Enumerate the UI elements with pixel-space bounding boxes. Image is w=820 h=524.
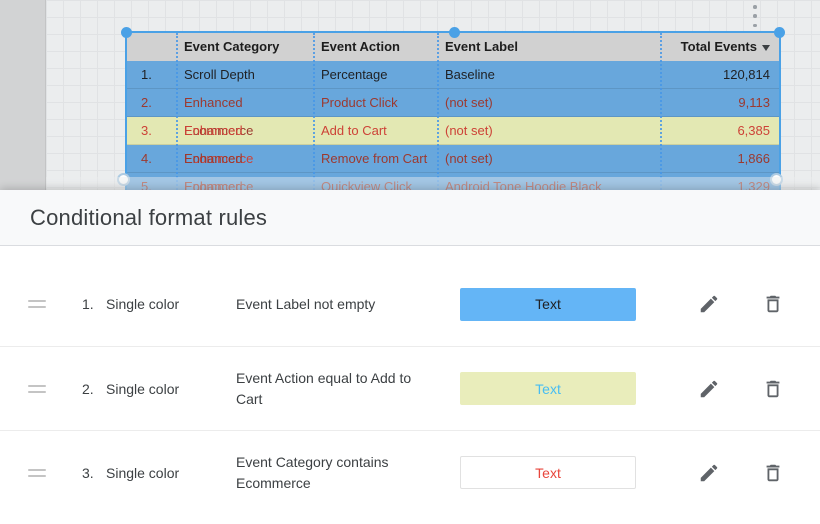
swatch-label: Text (535, 296, 561, 312)
cell-category: Scroll Depth (184, 67, 255, 82)
drag-handle-icon[interactable] (28, 300, 58, 308)
trash-icon (766, 380, 780, 397)
selection-handle-mid-left[interactable] (117, 173, 130, 186)
rule-row: 3. Single color Event Category contains … (0, 430, 820, 514)
swatch-label: Text (535, 380, 561, 397)
rule-row: 2. Single color Event Action equal to Ad… (0, 346, 820, 430)
selection-handle-mid-right[interactable] (770, 173, 783, 186)
table-row: 1. Scroll Depth Percentage Baseline 120,… (127, 61, 779, 89)
table-row: 3. Enhanced Ecommerce Add to Cart (not s… (127, 117, 779, 166)
edit-rule-button[interactable] (696, 291, 722, 317)
selection-handle-top-right[interactable] (774, 27, 785, 38)
column-divider (313, 33, 315, 201)
row-number: 3. (141, 123, 152, 138)
rule-type: Single color (106, 464, 180, 481)
header-row-number (127, 33, 176, 61)
cell-label: (not set) (445, 95, 493, 110)
column-divider (176, 33, 178, 201)
data-table[interactable]: Event Category Event Action Event Label … (117, 27, 785, 222)
header-total-events-label: Total Events (680, 39, 757, 54)
rule-condition: Event Label not empty (236, 295, 376, 312)
rule-type: Single color (106, 296, 180, 312)
header-event-action[interactable]: Event Action (321, 39, 400, 54)
rule-condition: Event Category contains Ecommerce (236, 453, 389, 491)
column-divider (660, 33, 662, 201)
edit-rule-button[interactable] (696, 376, 722, 402)
rule-index: 1. (82, 296, 94, 312)
edit-rule-button[interactable] (696, 460, 722, 486)
rule-index: 3. (82, 464, 94, 481)
cell-category: Enhanced Ecommerce (184, 123, 254, 166)
panel-title: Conditional format rules (30, 204, 268, 230)
delete-rule-button[interactable] (760, 376, 786, 402)
rule-index: 2. (82, 380, 94, 397)
header-event-category[interactable]: Event Category (184, 39, 280, 54)
header-event-label[interactable]: Event Label (445, 39, 518, 54)
row-number: 2. (141, 95, 152, 110)
more-options-icon[interactable] (751, 5, 759, 27)
delete-rule-button[interactable] (760, 291, 786, 317)
drag-handle-icon[interactable] (28, 384, 58, 393)
drag-handle-icon[interactable] (28, 468, 58, 477)
rule-color-swatch: Text (460, 287, 636, 321)
pencil-icon (700, 295, 718, 313)
cell-action: Add to Cart (321, 123, 387, 138)
rule-color-swatch: Text (460, 456, 636, 489)
rule-type: Single color (106, 380, 180, 397)
trash-icon (766, 295, 780, 313)
rule-color-swatch: Text (460, 372, 636, 405)
rules-list: 1. Single color Event Label not empty Te… (0, 246, 820, 514)
delete-rule-button[interactable] (760, 460, 786, 486)
selection-handle-top-left[interactable] (121, 27, 132, 38)
swatch-label: Text (535, 464, 561, 481)
sort-desc-arrow-icon (762, 44, 770, 51)
conditional-format-panel: Conditional format rules 1. Single color… (0, 190, 820, 524)
pencil-icon (700, 464, 718, 481)
cell-total: 120,814 (723, 67, 770, 82)
row-number: 5. (141, 179, 152, 194)
column-divider (437, 33, 439, 201)
panel-overlay-fade (46, 177, 820, 190)
cell-total: 9,113 (738, 95, 770, 110)
cell-action: Percentage (321, 67, 388, 82)
table-row: 4. Enhanced Ecommerce Remove from Cart (… (127, 145, 779, 194)
table-row: 2. Enhanced Ecommerce Product Click (not… (127, 89, 779, 138)
cell-category: Enhanced Ecommerce (184, 151, 254, 194)
trash-icon (766, 464, 780, 481)
pencil-icon (700, 380, 718, 397)
cell-total: 6,385 (737, 123, 770, 138)
cell-label: (not set) (445, 123, 493, 138)
cell-action: Remove from Cart (321, 151, 428, 166)
rule-row: 1. Single color Event Label not empty Te… (0, 262, 820, 346)
selection-handle-top-middle[interactable] (449, 27, 460, 38)
cell-category: Enhanced Ecommerce (184, 95, 254, 138)
cell-label: Baseline (445, 67, 495, 82)
row-number: 1. (141, 67, 152, 82)
row-number: 4. (141, 151, 152, 166)
cell-action: Product Click (321, 95, 398, 110)
cell-total: 1,866 (737, 151, 770, 166)
header-total-events[interactable]: Total Events (660, 33, 779, 61)
rule-condition: Event Action equal to Add to Cart (236, 369, 412, 407)
cell-label: (not set) (445, 151, 493, 166)
panel-header: Conditional format rules (0, 190, 820, 246)
